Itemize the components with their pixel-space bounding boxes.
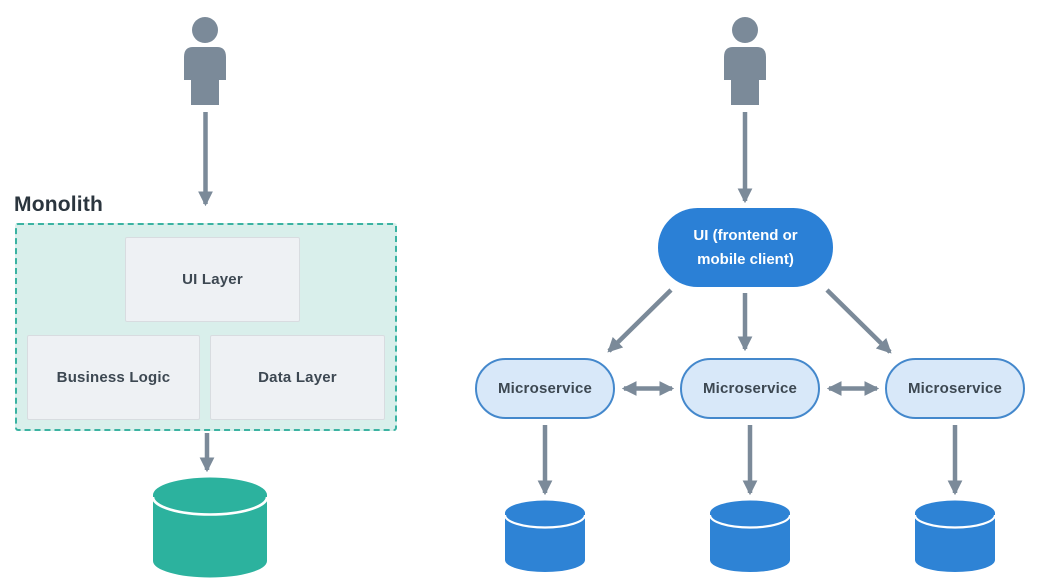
arrow-ui-to-microservice-3	[825, 288, 892, 354]
business-logic-box: Business Logic	[27, 335, 200, 420]
microservice-node-3: Microservice	[885, 358, 1025, 419]
business-logic-label: Business Logic	[56, 369, 171, 386]
database-icon	[504, 500, 586, 572]
microservice-label: Microservice	[702, 380, 798, 397]
user-icon	[184, 17, 226, 105]
monolith-title: Monolith	[14, 193, 104, 216]
data-layer-box: Data Layer	[210, 335, 385, 420]
ui-client-label: UI (frontend or mobile client)	[693, 227, 798, 268]
database-icon	[914, 500, 996, 572]
microservice-node-1: Microservice	[475, 358, 615, 419]
database-icon	[709, 500, 791, 572]
ui-layer-label: UI Layer	[182, 271, 243, 288]
microservice-label: Microservice	[497, 380, 593, 397]
microservice-label: Microservice	[907, 380, 1003, 397]
microservice-node-2: Microservice	[680, 358, 820, 419]
arrow-ui-to-microservice-1	[607, 288, 673, 353]
user-icon	[724, 17, 766, 105]
ui-layer-box: UI Layer	[125, 237, 300, 322]
ui-client-node: UI (frontend or mobile client)	[658, 208, 833, 287]
data-layer-label: Data Layer	[258, 369, 337, 386]
database-icon	[152, 477, 268, 578]
